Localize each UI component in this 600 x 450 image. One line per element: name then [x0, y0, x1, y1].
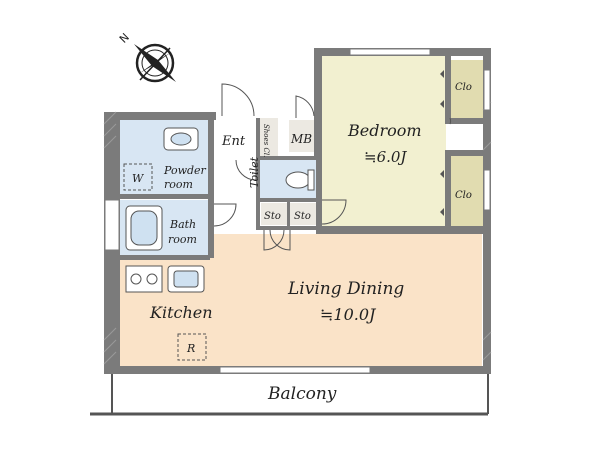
- closet-bottom-label: Clo: [455, 190, 472, 201]
- washer-label: W: [132, 172, 145, 185]
- mb-floor: [289, 120, 317, 152]
- closet-bottom-floor: [449, 156, 483, 226]
- storage-left-floor: [261, 203, 287, 225]
- compass-icon: N: [117, 31, 176, 83]
- balcony: [90, 374, 489, 416]
- kitchen-label: Kitchen: [149, 303, 213, 322]
- refrigerator-space-icon: [177, 333, 207, 361]
- bedroom-label: Bedroom: [347, 121, 422, 140]
- sink-icon: [163, 127, 199, 151]
- bathroom-label-line2: room: [168, 233, 197, 246]
- powder-room-label-line1: Powder: [163, 164, 207, 177]
- closet-top-floor: [449, 60, 483, 118]
- toilet-icon: [285, 169, 315, 191]
- entrance-floor: [212, 118, 256, 156]
- storage-right-floor: [290, 203, 316, 225]
- bathroom-label-line1: Bath: [169, 218, 196, 231]
- toilet-label: Toilet: [248, 156, 261, 188]
- storage-right-label: Sto: [294, 211, 311, 222]
- washer-space-icon: [123, 163, 153, 191]
- compass-north-label: N: [117, 31, 132, 46]
- refrigerator-label: R: [186, 342, 195, 355]
- living-dining-label: Living Dining: [287, 279, 404, 299]
- living-dining-size-label: ≒10.0J: [320, 305, 377, 324]
- entrance-label: Ent: [221, 134, 246, 149]
- bathtub-icon: [125, 205, 163, 251]
- stove-icon: [125, 265, 163, 293]
- balcony-label: Balcony: [267, 384, 337, 404]
- powder-room-label-line2: room: [164, 178, 193, 191]
- kitchen-sink-icon: [167, 265, 205, 293]
- doors: [213, 83, 452, 251]
- windows: [104, 48, 491, 374]
- closet-top-label: Clo: [455, 82, 472, 93]
- closet-markers: [440, 70, 444, 216]
- mb-label: MB: [290, 132, 312, 146]
- shoe-closet-floor: [258, 118, 278, 156]
- bedroom-size-label: ≒6.0J: [364, 148, 407, 166]
- shoe-closet-label: Shoes Cl.: [262, 124, 270, 157]
- storage-left-label: Sto: [264, 211, 281, 222]
- living-dining-floor: [212, 234, 482, 366]
- bedroom-floor: [322, 56, 446, 230]
